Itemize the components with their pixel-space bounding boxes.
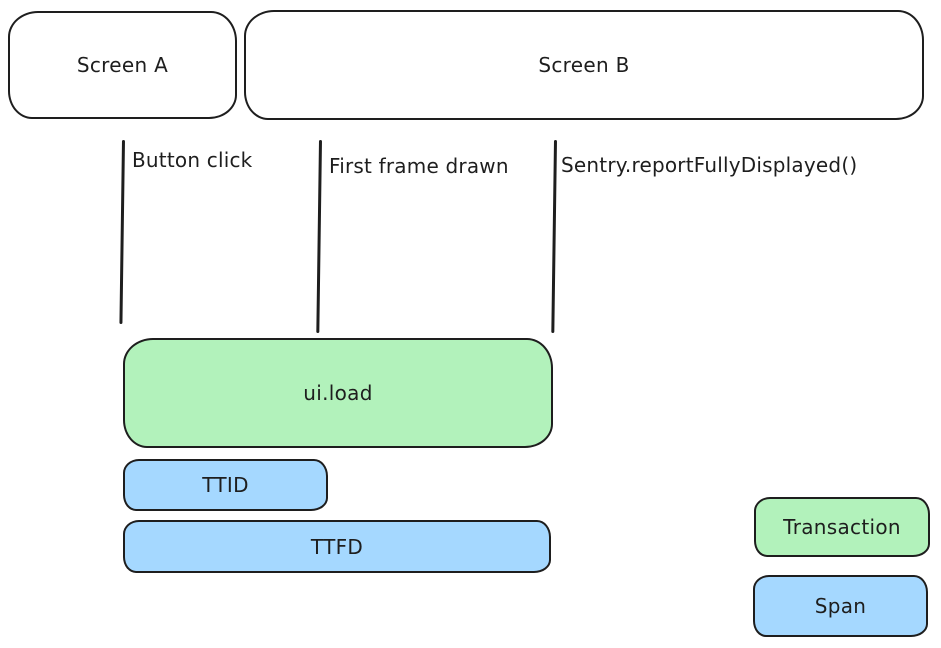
ui-load-label: ui.load (303, 381, 373, 405)
button-click-marker-line (119, 139, 125, 324)
legend-transaction: Transaction (754, 497, 930, 557)
ttfd-span-bar: TTFD (123, 520, 551, 573)
first-frame-drawn-marker-line (316, 139, 322, 333)
legend-span: Span (753, 575, 928, 637)
first-frame-drawn-label: First frame drawn (329, 154, 509, 178)
legend-span-label: Span (814, 594, 867, 618)
ttid-label: TTID (202, 473, 249, 497)
report-fully-displayed-marker-line (551, 139, 557, 333)
button-click-label: Button click (132, 148, 253, 172)
ui-load-transaction-bar: ui.load (123, 338, 553, 448)
screen-b-box: Screen B (244, 10, 924, 120)
screen-a-label: Screen A (76, 53, 169, 77)
screen-b-label: Screen B (538, 53, 630, 77)
legend-transaction-label: Transaction (783, 515, 901, 539)
report-fully-displayed-label: Sentry.reportFullyDisplayed() (561, 153, 858, 177)
ttfd-label: TTFD (310, 534, 364, 559)
ttid-span-bar: TTID (123, 459, 328, 511)
screen-a-box: Screen A (8, 11, 237, 119)
